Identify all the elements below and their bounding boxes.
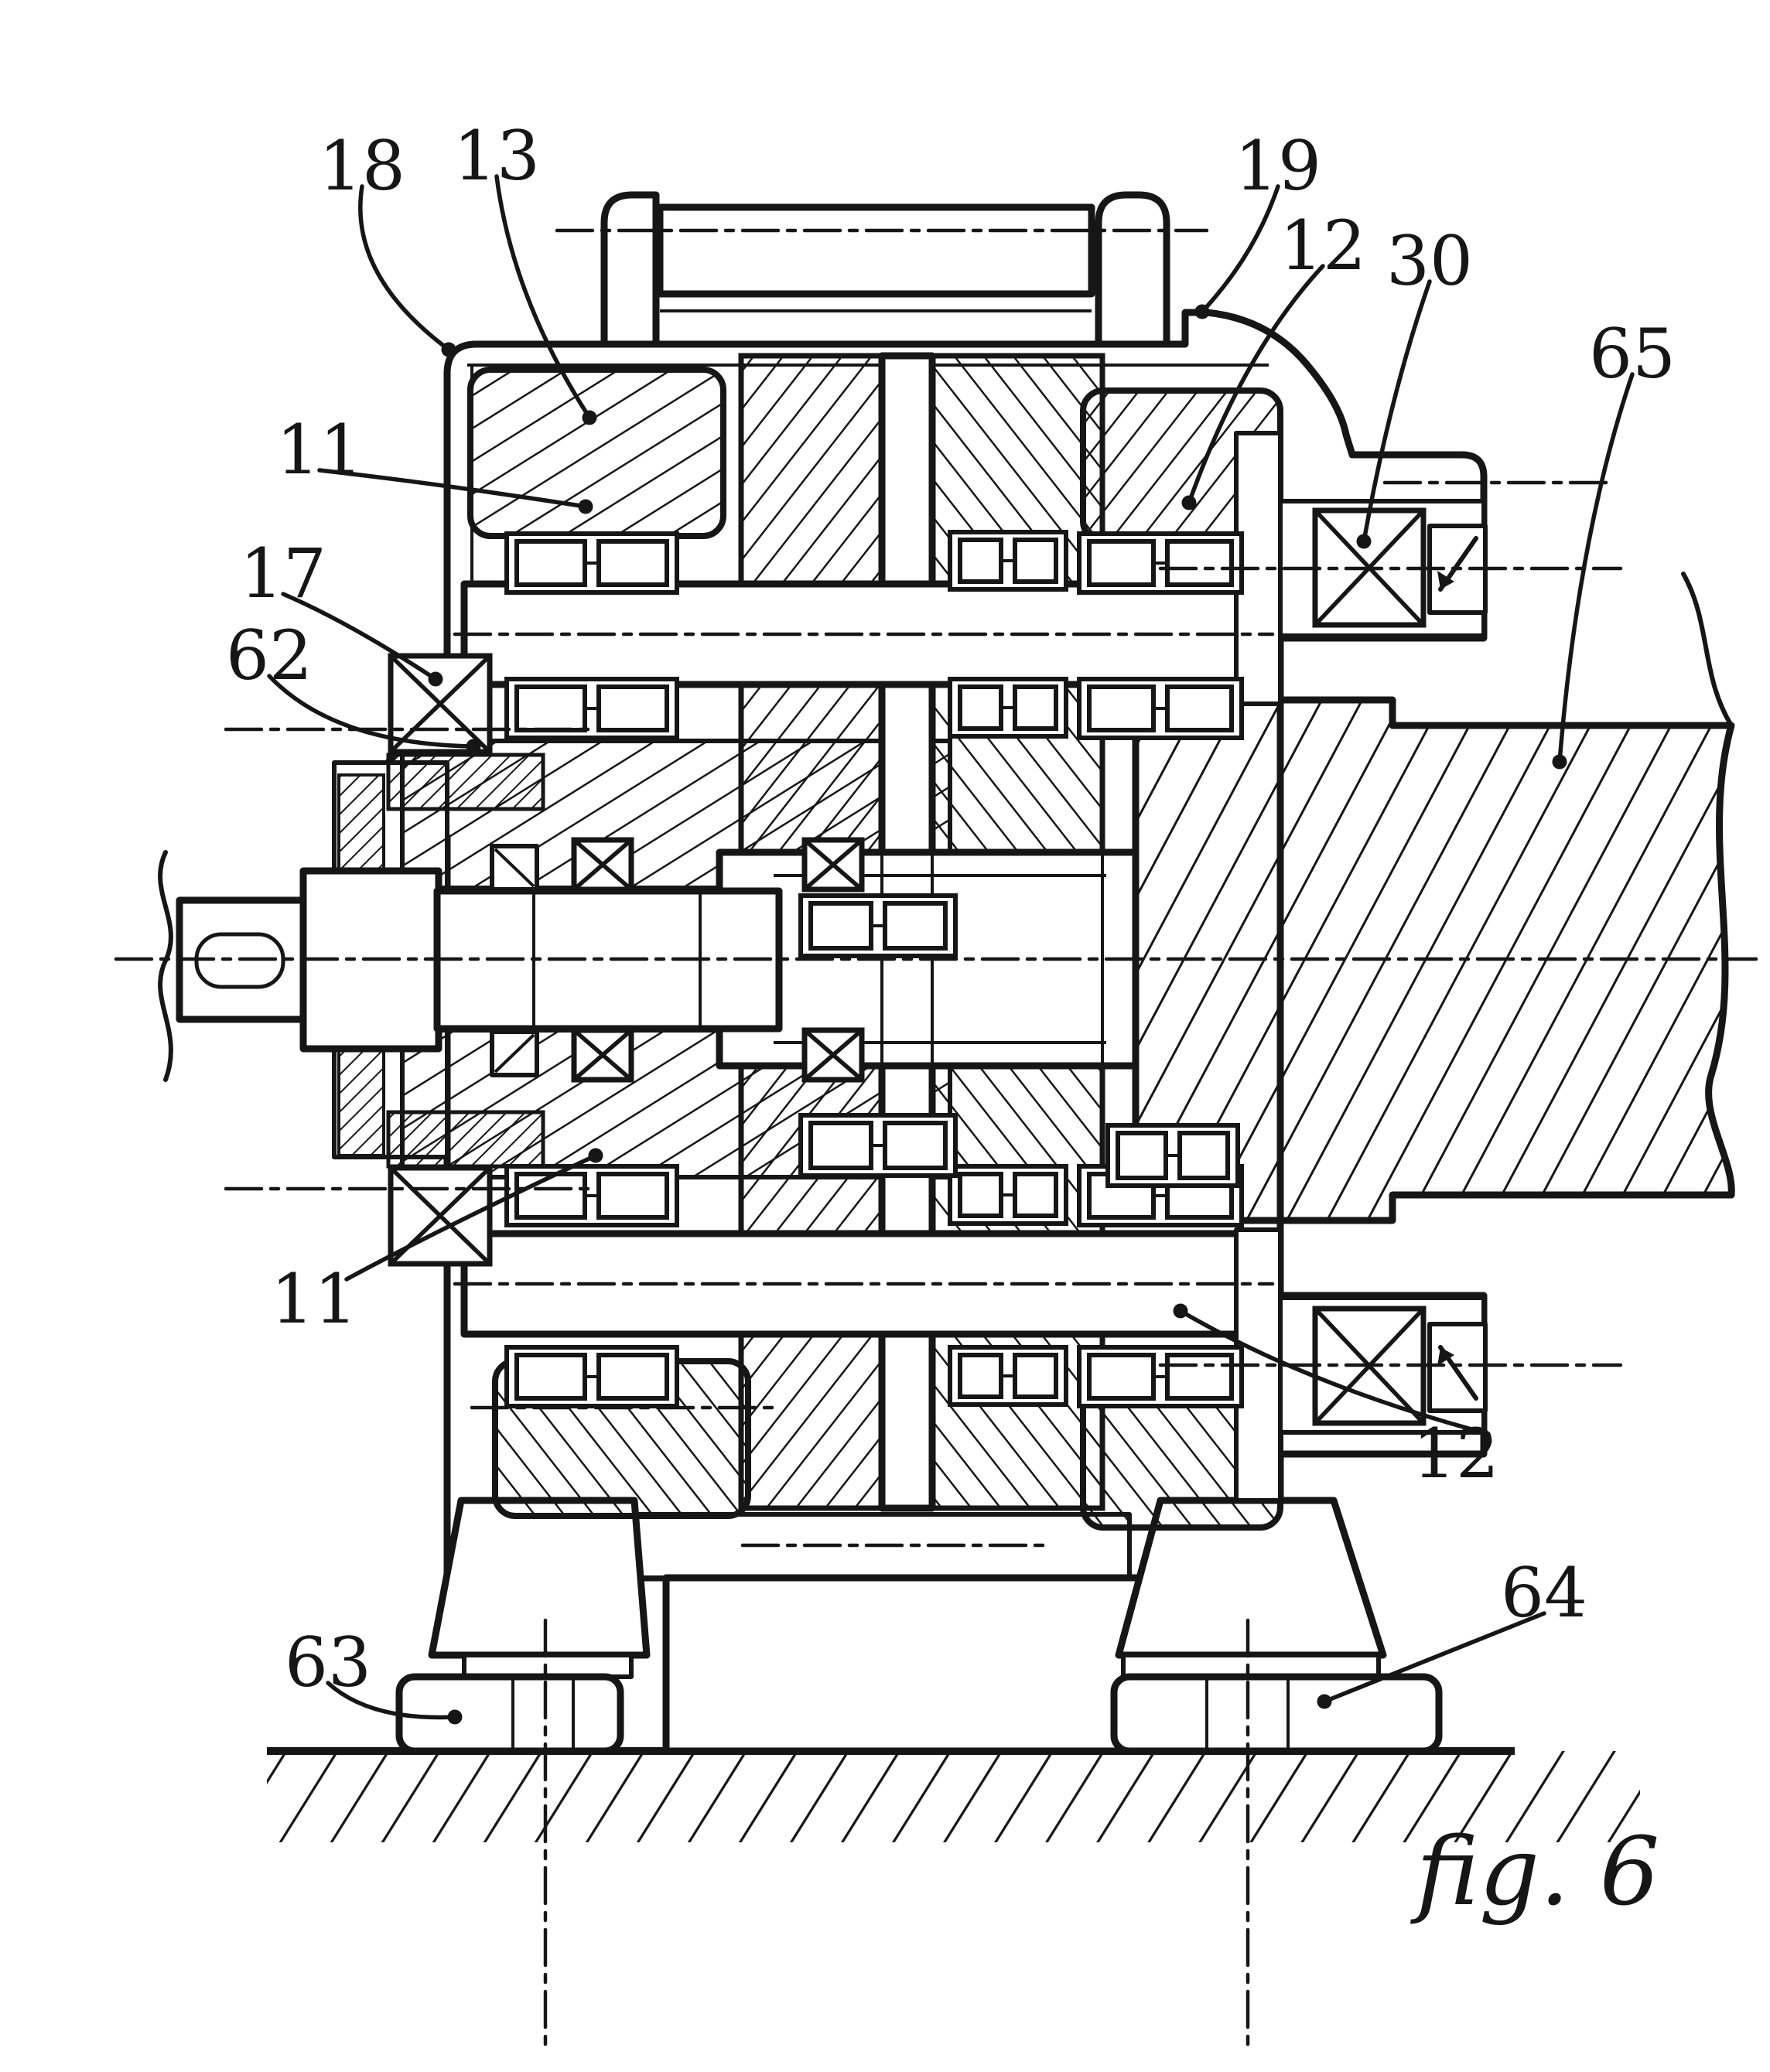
left-pedestal (428, 1497, 651, 1659)
ref-11-lower-text: 11 (271, 1259, 357, 1339)
roller-bearing (1077, 1345, 1244, 1408)
output-shaft-break-line (1681, 572, 1734, 728)
roller-bearing (798, 1113, 958, 1178)
ref-17: 17 (240, 534, 443, 687)
ref-18-dot (441, 342, 456, 357)
ref-19: 19 (1194, 126, 1321, 319)
ref-30-leader (1362, 279, 1432, 544)
roller-bearing (504, 1345, 679, 1408)
ref-17-leader (281, 592, 438, 681)
ref-64-leader (1322, 1611, 1546, 1704)
ref-63-text: 63 (285, 1623, 371, 1702)
roller-bearing (948, 530, 1068, 592)
ref-11-upper: 11 (276, 410, 593, 514)
roller-bearing (504, 531, 679, 595)
figure-caption: fig. 6 (1410, 1817, 1660, 1927)
ref-13: 13 (453, 116, 597, 425)
ref-11-lower-leader (344, 1153, 598, 1282)
ref-12-lower-leader (1178, 1309, 1491, 1436)
ref-19-leader (1200, 184, 1280, 314)
ref-12-upper: 12 (1181, 206, 1366, 510)
gear-13-block (467, 367, 726, 539)
ref-65-leader (1557, 372, 1635, 764)
ref-62-text: 62 (226, 616, 313, 695)
ref-12-lower-text: 12 (1413, 1414, 1499, 1493)
lower-taper-roller (1427, 1322, 1488, 1413)
ref-17-dot (428, 671, 443, 687)
ref-19-text: 19 (1235, 126, 1321, 206)
ref-63-leader (326, 1681, 457, 1720)
ref-65: 65 (1552, 314, 1676, 770)
ref-30-dot (1356, 534, 1372, 549)
ref-12-lower: 12 (1173, 1303, 1499, 1493)
gear-rim-top-band (656, 203, 1095, 298)
input-shaft-break-line (158, 850, 173, 1082)
upper-seal-washer (386, 753, 545, 811)
ref-11-lower-dot (588, 1148, 603, 1163)
ref-64: 64 (1317, 1553, 1587, 1709)
roller-bearing (798, 893, 958, 958)
sump-box (662, 1574, 1199, 1755)
roller-bearing (1077, 531, 1244, 595)
ref-12-upper-leader (1187, 264, 1325, 505)
ref-62: 62 (226, 616, 481, 754)
roller-bearing (948, 677, 1068, 739)
ref-65-text: 65 (1589, 314, 1676, 394)
centerlines (114, 228, 1758, 2048)
input-bearing-a-symbol (571, 837, 634, 893)
input-bearing-c-symbol (801, 837, 865, 893)
ref-64-text: 64 (1501, 1553, 1587, 1633)
ground-hatch (267, 1751, 1640, 1842)
ref-62-leader (267, 674, 476, 749)
ground-hatch-trim (267, 1842, 1644, 1848)
ref-62-dot (466, 739, 481, 754)
ref-63-dot (447, 1709, 463, 1725)
ref-12-upper-text: 12 (1280, 206, 1366, 285)
right-foot-lip (1121, 1653, 1381, 1679)
ref-18-leader (358, 184, 451, 352)
ref-11-lower: 11 (271, 1148, 603, 1339)
ref-64-dot (1317, 1694, 1332, 1709)
roller-bearing (948, 1345, 1068, 1407)
top-lug-left (600, 191, 660, 348)
ref-63: 63 (285, 1623, 463, 1725)
input-shaft-seal-left-upper (490, 844, 539, 892)
lower-seal-washer (386, 1110, 545, 1169)
feet-and-sump (395, 1497, 1443, 1755)
ref-18: 18 (319, 126, 456, 357)
input-bearing-d-symbol (801, 1027, 865, 1083)
ref-13-dot (582, 410, 597, 425)
ref-18-text: 18 (319, 126, 405, 206)
roller-bearings (504, 530, 1244, 1408)
left-foot-pad (395, 1673, 624, 1755)
roller-bearing (1077, 677, 1244, 740)
ref-13-text: 13 (453, 116, 540, 196)
input-bearing-b-symbol (571, 1027, 634, 1083)
ref-30: 30 (1356, 221, 1473, 549)
ref-12-upper-dot (1181, 495, 1197, 510)
left-seal-carriers (386, 753, 545, 1169)
ref-65-dot (1552, 754, 1567, 770)
roller-bearing (948, 1164, 1068, 1226)
ref-30-text: 30 (1386, 221, 1473, 301)
roller-bearing (504, 677, 679, 740)
seal-bearing-17-symbol (388, 653, 493, 755)
ref-11-upper-dot (578, 499, 593, 514)
right-foot-pad (1110, 1673, 1443, 1755)
ref-17-text: 17 (240, 534, 326, 613)
ref-11-upper-leader (317, 468, 588, 509)
ref-19-dot (1194, 304, 1210, 319)
top-lug-right (1095, 191, 1170, 348)
input-shaft-seal-left-lower (490, 1029, 539, 1077)
roller-bearing (504, 1164, 679, 1227)
ref-13-leader (494, 174, 592, 420)
roller-bearing (1105, 1123, 1240, 1188)
ref-11-upper-text: 11 (276, 410, 363, 490)
ref-12-lower-dot (1173, 1303, 1188, 1319)
